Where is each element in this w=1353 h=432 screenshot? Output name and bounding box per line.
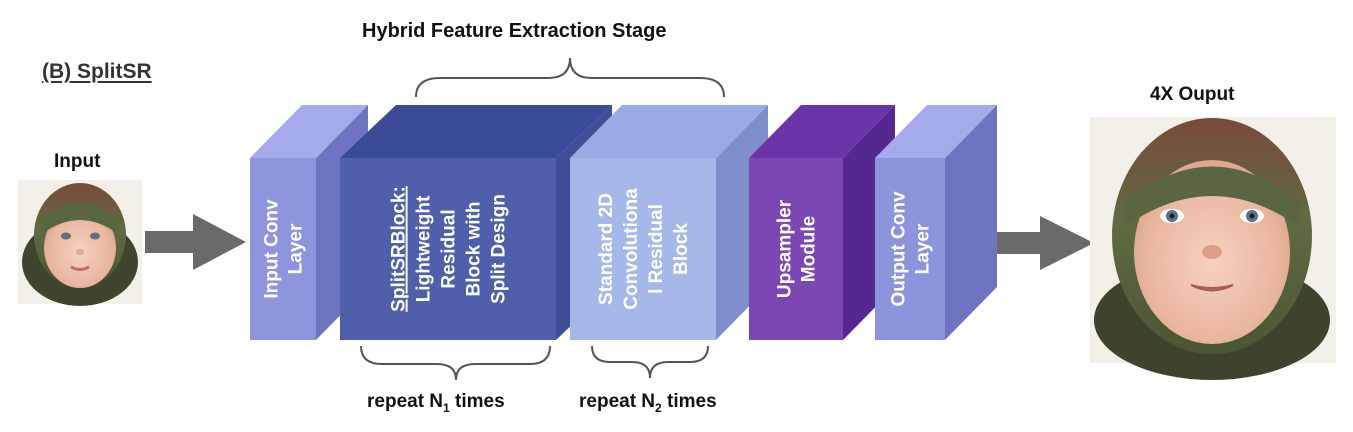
repeat-n1-brace (360, 345, 551, 381)
repeat-n2-prefix: repeat N (579, 391, 656, 412)
block-splitsr-block-top-face (340, 105, 612, 158)
block-splitsr-block-label-line: Lightweight (414, 195, 435, 302)
stage-title: Hybrid Feature Extraction Stage (362, 20, 667, 42)
repeat-n1-sub: 1 (443, 400, 450, 415)
block-input-conv-front-face (250, 158, 316, 340)
stage-brace (415, 57, 725, 98)
output-baby-image (1090, 117, 1336, 380)
repeat-n1-suffix: times (449, 391, 505, 412)
input-baby-image (18, 180, 142, 306)
block-output-conv-top-face (875, 105, 997, 158)
repeat-n2-label: repeat N2 times (579, 391, 717, 415)
repeat-n2-suffix: times (661, 391, 717, 412)
block-upsampler-module-label-line: Upsampler (775, 199, 796, 298)
repeat-n2-sub: 2 (655, 400, 662, 415)
input-label: Input (54, 151, 101, 172)
block-input-conv-label-line: Layer (286, 223, 307, 274)
block-standard-2d-block-front-face (570, 158, 716, 340)
output-arrow (992, 216, 1094, 270)
repeat-n1-label: repeat N1 times (367, 391, 505, 415)
block-upsampler-module-front-face (749, 158, 843, 340)
repeat-n2-brace (591, 345, 709, 379)
block-output-conv-label-line: Output Conv (889, 191, 910, 306)
block-input-conv-label-line: Input Conv (262, 199, 283, 299)
block-standard-2d-block-label-line: Block (671, 223, 692, 275)
block-splitsr-block-label-line: Split Design (489, 194, 510, 304)
block-standard-2d-block-top-face (570, 105, 768, 158)
block-standard-2d-block-label-line: Convolutiona (621, 188, 642, 310)
block-splitsr-block-label-line: Block with (464, 201, 485, 296)
block-output-conv-side-face (945, 105, 997, 340)
block-splitsr-block-label-line: Residual (439, 209, 460, 288)
block-output-conv-label-line: Layer (913, 223, 934, 274)
block-standard-2d-block-label-line: l Residual (646, 204, 667, 294)
repeat-n1-prefix: repeat N (367, 391, 444, 412)
panel-label: (B) SplitSR (42, 60, 152, 83)
block-upsampler-module-top-face (749, 105, 895, 158)
block-splitsr-block-front-face (340, 158, 556, 340)
output-label: 4X Ouput (1150, 84, 1235, 105)
block-standard-2d-block-label-line: Standard 2D (596, 193, 617, 305)
input-arrow (145, 214, 246, 270)
block-input-conv-top-face (250, 105, 368, 158)
block-upsampler-module-label-line: Module (799, 216, 820, 283)
block-output-conv-front-face (875, 158, 945, 340)
block-splitsr-block-label-line: SplitSRBlock: (389, 186, 410, 312)
